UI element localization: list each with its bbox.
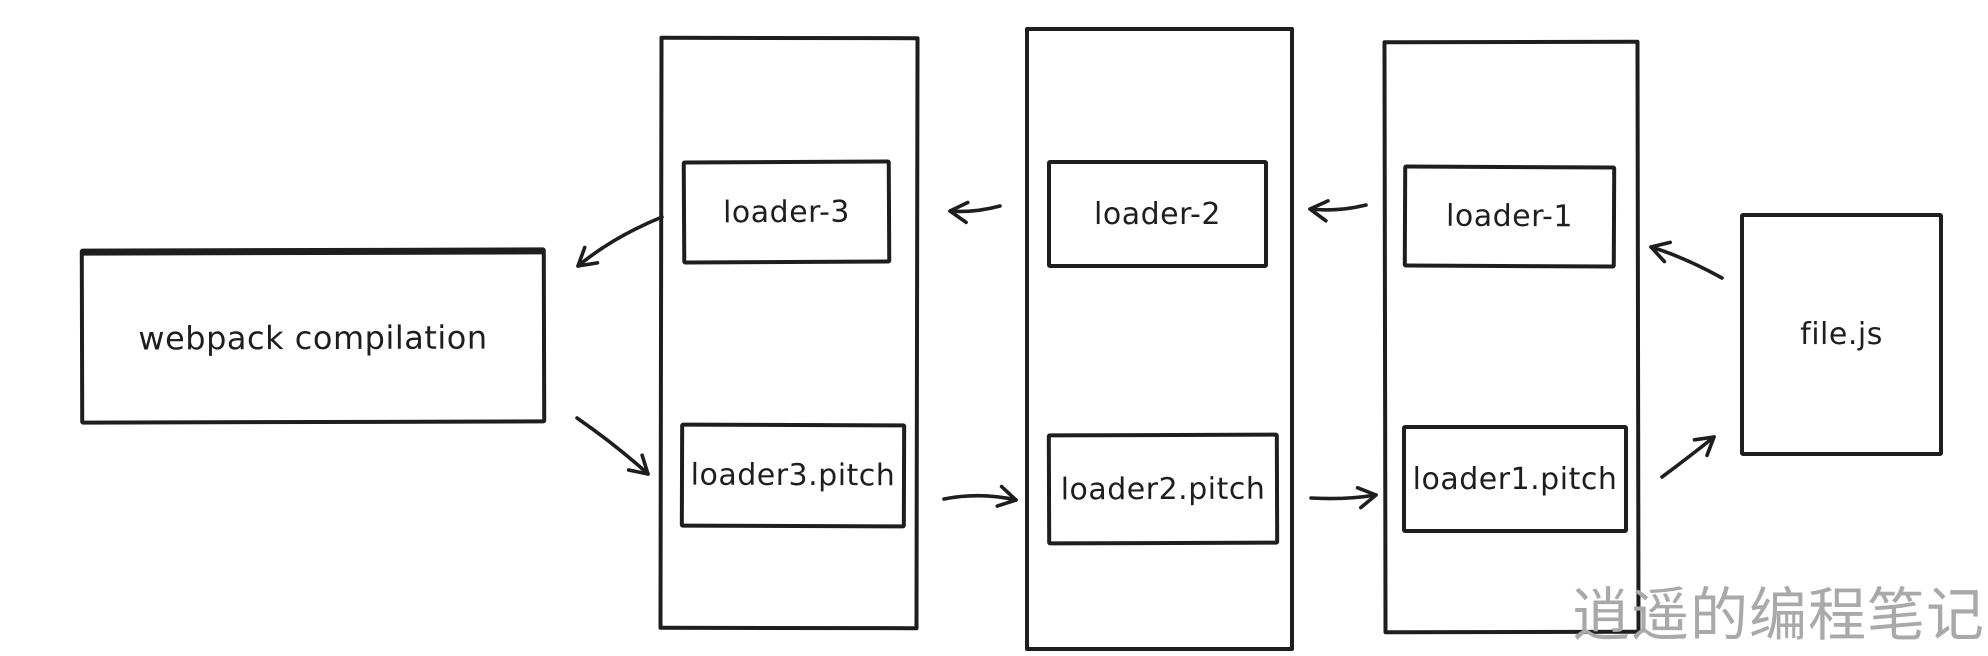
arrow-pitch1-to-file — [1660, 435, 1716, 479]
watermark: 逍遥的编程笔记 — [1572, 581, 1986, 649]
arrow-webpack-to-pitch3 — [575, 416, 650, 476]
loader-2-label: loader-2 — [1094, 196, 1221, 232]
arrow-loader2-to-loader3 — [948, 200, 1002, 225]
arrow-loader3-to-webpack — [576, 215, 664, 268]
loader-2-box: loader-2 — [1047, 160, 1268, 268]
loader1-pitch-label: loader1.pitch — [1412, 461, 1618, 497]
file-js-label: file.js — [1800, 317, 1883, 352]
loader-3-lane — [658, 35, 920, 631]
loader-1-label: loader-1 — [1445, 198, 1574, 235]
arrow-file-to-loader1 — [1649, 240, 1724, 280]
loader2-pitch-box: loader2.pitch — [1046, 432, 1280, 546]
file-js-box: file.js — [1740, 213, 1943, 456]
webpack-compilation-label: webpack compilation — [138, 318, 488, 357]
loader-3-box: loader-3 — [681, 159, 892, 265]
loader-1-box: loader-1 — [1402, 164, 1617, 269]
webpack-compilation-box: webpack compilation — [79, 247, 547, 425]
loader-2-lane — [1025, 27, 1294, 651]
loader3-pitch-box: loader3.pitch — [679, 422, 907, 529]
loader3-pitch-label: loader3.pitch — [690, 457, 896, 494]
loader-3-label: loader-3 — [722, 194, 851, 230]
arrow-pitch2-to-pitch1 — [1309, 486, 1378, 510]
loader1-pitch-box: loader1.pitch — [1402, 425, 1628, 533]
arrow-loader1-to-loader2 — [1308, 199, 1368, 223]
arrow-pitch3-to-pitch2 — [942, 484, 1018, 508]
loader-1-lane — [1382, 39, 1641, 635]
loader2-pitch-label: loader2.pitch — [1060, 471, 1266, 507]
